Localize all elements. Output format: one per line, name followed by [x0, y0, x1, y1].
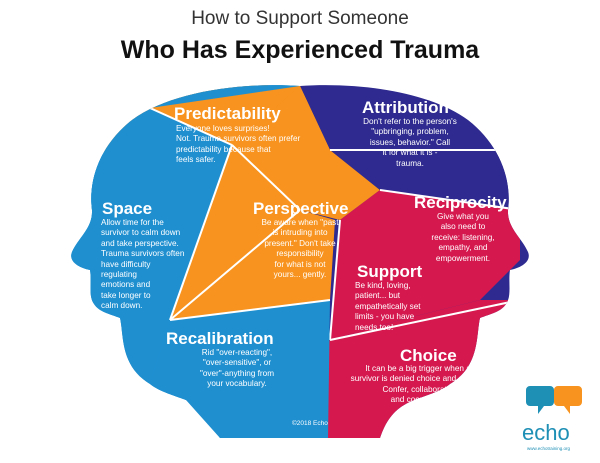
predictability-center [232, 86, 330, 210]
echo-logo-icon [526, 386, 582, 414]
choice-heading: Choice [400, 346, 457, 365]
recalibration-text: Rid "over-reacting", "over-sensitive", o… [199, 348, 275, 389]
divider-line [169, 299, 331, 321]
copyright-text: ©2018 Echo [292, 420, 328, 427]
predictability-text: Everyone loves surprises! Not. Trauma su… [176, 124, 301, 165]
attribution-text: Don't refer to the person's "upbringing,… [363, 117, 457, 168]
support-slice [330, 190, 520, 340]
divider-line [169, 144, 233, 321]
attribution-slice-fill [330, 150, 520, 210]
recalibration-heading: Recalibration [166, 329, 274, 348]
divider-line [329, 299, 521, 341]
space-text: Allow time for the survivor to calm down… [101, 218, 185, 311]
perspective-text: Be aware when "past is intruding into pr… [261, 218, 339, 280]
perspective-slice-right [300, 86, 380, 220]
divider-line [329, 219, 341, 341]
predictability-heading: Predictability [174, 104, 281, 123]
echo-logo-url: www.echotraining.org [527, 446, 571, 451]
divider-line [149, 107, 233, 146]
page-title: Who Has Experienced Trauma [120, 36, 480, 64]
divider-line [169, 209, 301, 321]
perspective-heading: Perspective [253, 199, 349, 218]
subtitle: How to Support Someone [191, 8, 409, 29]
divider-line [231, 144, 301, 211]
reciprocity-text: Give what you also need to receive: list… [431, 212, 495, 263]
choice-text: It can be a big trigger when a survivor … [350, 364, 486, 405]
attribution-heading: Attribution [362, 98, 449, 117]
space-heading: Space [102, 199, 153, 218]
perspective-wedge [170, 145, 335, 320]
support-text: Be kind, loving, patient... but empathet… [355, 281, 421, 332]
reciprocity-heading: Reciprocity [414, 193, 507, 212]
divider-line [379, 189, 521, 211]
support-heading: Support [357, 262, 423, 281]
echo-logo-wordmark: echo [522, 420, 570, 445]
recalibration-wedge [150, 300, 330, 438]
